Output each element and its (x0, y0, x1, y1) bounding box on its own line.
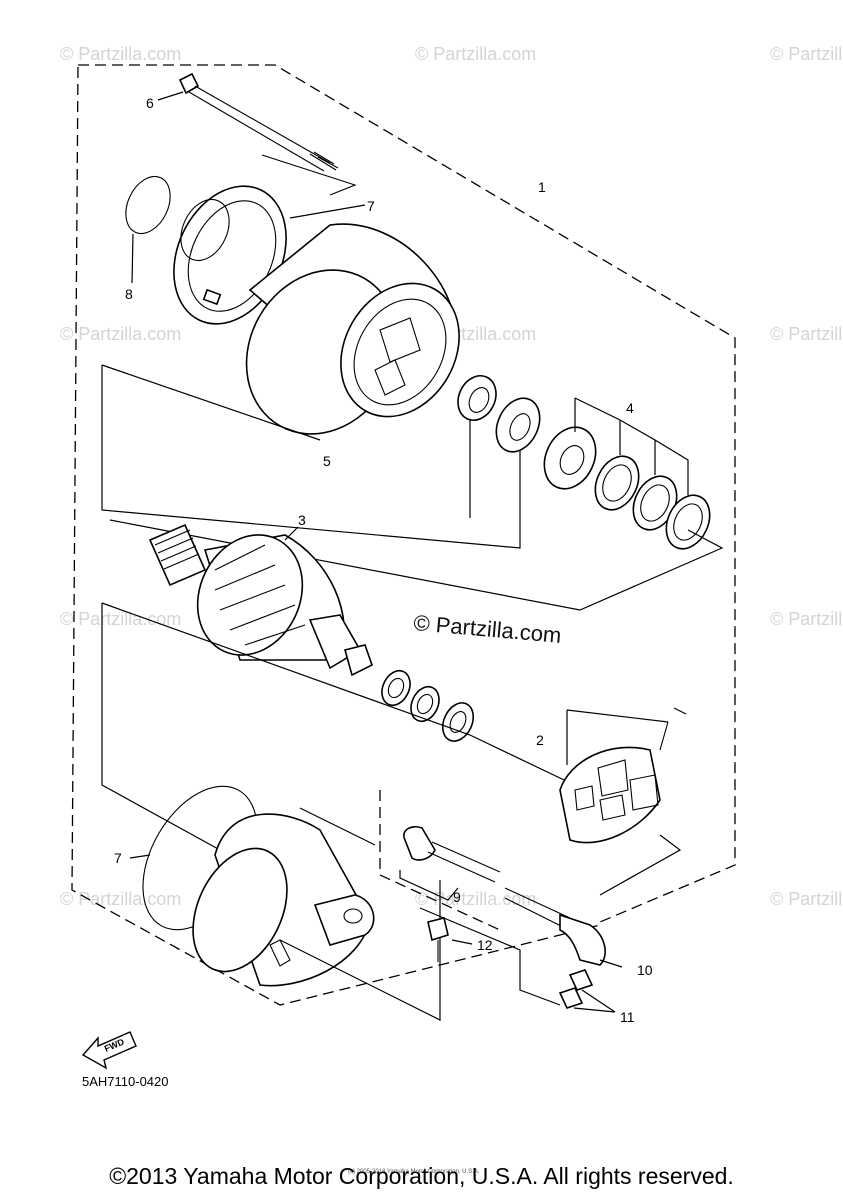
assembly-boundary (71, 64, 736, 1006)
callout-4: 4 (626, 400, 634, 416)
callout-8: 8 (125, 286, 133, 302)
callout-7-top: 7 (367, 198, 375, 214)
watermark: © Partzilla.com (770, 609, 843, 629)
watermark: © Partzilla.com (60, 324, 181, 344)
part-11-nuts (419, 907, 616, 1013)
subgroup-boundary (379, 790, 501, 931)
watermark-layer: © Partzilla.com © Partzilla.com © Partzi… (60, 44, 843, 909)
oil-seal (495, 397, 541, 453)
part-6-through-bolt (157, 72, 339, 172)
tiny-copyright-notice: (c) 2005-2018 Yamaha Motor Corporation, … (348, 1169, 480, 1175)
part-10-lead-boot (504, 887, 623, 968)
callouts: 1 2 3 4 5 6 7 7 8 9 10 11 12 (114, 95, 653, 1025)
rear-cover (192, 813, 375, 987)
watermark: © Partzilla.com (770, 324, 843, 344)
watermark: © Partzilla.com (415, 44, 536, 64)
part-2-brush-holder (559, 707, 687, 896)
group-4-bracket (109, 397, 724, 611)
callout-5: 5 (323, 453, 331, 469)
callout-6: 6 (146, 95, 154, 111)
armature-washers (381, 669, 475, 742)
callout-3: 3 (298, 512, 306, 528)
diagram-part-code: 5AH7110-0420 (82, 1074, 169, 1089)
watermark: © Partzilla.com (770, 889, 843, 909)
copyright-footer: ©2013 Yamaha Motor Corporation, U.S.A. A… (109, 1163, 734, 1189)
group-3-bracket (101, 602, 586, 851)
watermark: © Partzilla.com (60, 44, 181, 64)
watermark: © Partzilla.com (60, 609, 181, 629)
part-3-armature (148, 523, 373, 677)
callout-9: 9 (453, 889, 461, 905)
fwd-arrow-icon: FWD (81, 1031, 137, 1070)
callout-11: 11 (620, 1009, 635, 1025)
part-8-o-ring (125, 175, 171, 284)
center-watermark: © Partzilla.com (413, 610, 563, 648)
part-9-terminal-bolt (399, 825, 501, 901)
part-4-washer-set (543, 426, 711, 550)
callout-12: 12 (477, 937, 493, 953)
part-5-yoke-housing (245, 223, 460, 435)
callout-2: 2 (536, 732, 544, 748)
callout-1: 1 (538, 179, 546, 195)
bearing (457, 375, 497, 421)
callout-7-bottom: 7 (114, 850, 122, 866)
watermark: © Partzilla.com (415, 889, 536, 909)
part-12-bolt (427, 917, 473, 962)
watermark: © Partzilla.com (770, 44, 843, 64)
watermark: © Partzilla.com (60, 889, 181, 909)
group-5-bracket (101, 364, 521, 549)
callout-10: 10 (637, 962, 653, 978)
bolt-bracket (261, 154, 357, 196)
